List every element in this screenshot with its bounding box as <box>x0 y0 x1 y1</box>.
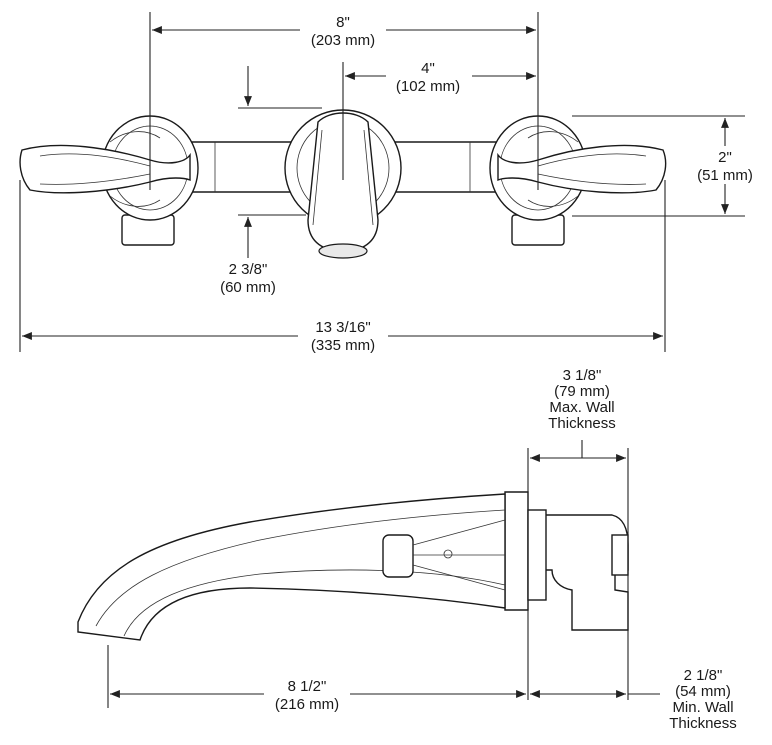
handle-to-spout-metric: (102 mm) <box>396 78 460 95</box>
overall-width-imperial: 13 3/16" <box>315 319 370 336</box>
dim-spout-height: 2 3/8" (60 mm) <box>220 66 322 296</box>
dim-spout-reach: 8 1/2" (216 mm) <box>107 645 526 713</box>
right-handle <box>489 115 667 246</box>
min-wall-imperial: 2 1/8" <box>684 667 723 684</box>
dim-min-wall: 2 1/8" (54 mm) Min. Wall Thickness <box>530 667 737 732</box>
spout-reach-metric: (216 mm) <box>275 696 339 713</box>
dim-handle-spacing: 8" (203 mm) <box>149 12 539 190</box>
spout-height-metric: (60 mm) <box>220 279 276 296</box>
min-wall-label-2: Thickness <box>669 715 737 732</box>
dim-escutcheon-height: 2" (51 mm) <box>572 115 764 217</box>
min-wall-metric: (54 mm) <box>675 683 731 700</box>
max-wall-label-2: Thickness <box>548 415 616 432</box>
overall-width-metric: (335 mm) <box>311 337 375 354</box>
max-wall-label-1: Max. Wall <box>549 399 614 416</box>
min-wall-label-1: Min. Wall <box>672 699 733 716</box>
spout-height-imperial: 2 3/8" <box>229 261 268 278</box>
max-wall-imperial: 3 1/8" <box>563 367 602 384</box>
handle-to-spout-imperial: 4" <box>421 60 435 77</box>
escutcheon-height-imperial: 2" <box>718 149 732 166</box>
handle-spacing-imperial: 8" <box>336 14 350 31</box>
left-handle <box>19 115 199 246</box>
dim-handle-to-spout: 4" (102 mm) <box>342 60 536 110</box>
dim-max-wall: 3 1/8" (79 mm) Max. Wall Thickness <box>527 367 629 700</box>
side-view: 3 1/8" (79 mm) Max. Wall Thickness 8 1/2… <box>77 367 737 732</box>
front-view: 8" (203 mm) 4" (102 mm) 2 3/8" (60 mm) <box>19 12 764 354</box>
spout-reach-imperial: 8 1/2" <box>288 678 327 695</box>
max-wall-metric: (79 mm) <box>554 383 610 400</box>
dim-overall-width: 13 3/16" (335 mm) <box>19 180 666 354</box>
handle-spacing-metric: (203 mm) <box>311 32 375 49</box>
escutcheon-height-metric: (51 mm) <box>697 167 753 184</box>
center-spout <box>284 109 402 259</box>
